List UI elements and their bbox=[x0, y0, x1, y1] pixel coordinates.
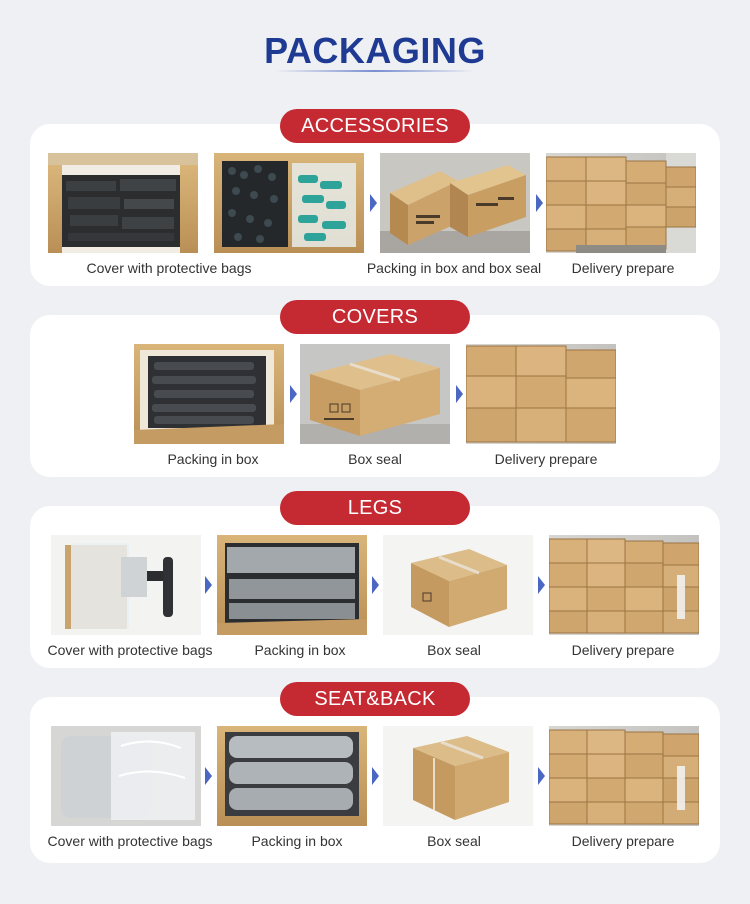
section-label-accessories: ACCESSORIES bbox=[280, 109, 470, 143]
page-title: PACKAGING bbox=[264, 30, 486, 71]
photo-packing-in-box-legs bbox=[217, 535, 367, 635]
photo-packing-in-box-seat-back bbox=[217, 726, 367, 826]
step-arrow-icon bbox=[538, 767, 545, 785]
photo-box-seal-seat-back bbox=[383, 726, 533, 826]
step-arrow-icon bbox=[205, 576, 212, 594]
caption-cover-with-protective-bags: Cover with protective bags bbox=[47, 833, 213, 849]
photo-box-seal-accessories bbox=[380, 153, 530, 253]
section-label-covers: COVERS bbox=[280, 300, 470, 334]
step-arrow-icon bbox=[536, 194, 543, 212]
photo-box-seal-legs bbox=[383, 535, 533, 635]
photo-cover-with-protective-bags bbox=[48, 153, 198, 253]
photo-delivery-prepare-legs bbox=[549, 535, 699, 635]
caption-packing-in-box-and-box-seal: Packing in box and box seal bbox=[366, 260, 542, 276]
step-arrow-icon bbox=[538, 576, 545, 594]
step-arrow-icon bbox=[205, 767, 212, 785]
photo-delivery-prepare-covers bbox=[466, 344, 616, 444]
title-underline bbox=[275, 70, 475, 72]
step-arrow-icon bbox=[456, 385, 463, 403]
photo-cover-with-protective-bags-seat-back bbox=[51, 726, 201, 826]
step-arrow-icon bbox=[290, 385, 297, 403]
section-label-seat-back: SEAT&BACK bbox=[280, 682, 470, 716]
caption-box-seal: Box seal bbox=[427, 642, 481, 658]
caption-cover-with-protective-bags: Cover with protective bags bbox=[47, 642, 213, 658]
step-arrow-icon bbox=[372, 576, 379, 594]
step-arrow-icon bbox=[372, 767, 379, 785]
caption-packing-in-box: Packing in box bbox=[254, 642, 346, 658]
section-label-legs: LEGS bbox=[280, 491, 470, 525]
photo-cover-with-protective-bags-legs bbox=[51, 535, 201, 635]
caption-cover-with-protective-bags: Cover with protective bags bbox=[86, 260, 252, 276]
caption-delivery-prepare: Delivery prepare bbox=[494, 451, 598, 467]
caption-box-seal: Box seal bbox=[427, 833, 481, 849]
photo-packing-in-box-accessories bbox=[214, 153, 364, 253]
caption-packing-in-box: Packing in box bbox=[167, 451, 259, 467]
photo-packing-in-box-covers bbox=[134, 344, 284, 444]
caption-delivery-prepare: Delivery prepare bbox=[571, 833, 675, 849]
caption-delivery-prepare: Delivery prepare bbox=[571, 260, 675, 276]
caption-packing-in-box: Packing in box bbox=[251, 833, 343, 849]
photo-box-seal-covers bbox=[300, 344, 450, 444]
photo-delivery-prepare-seat-back bbox=[549, 726, 699, 826]
step-arrow-icon bbox=[370, 194, 377, 212]
caption-delivery-prepare: Delivery prepare bbox=[571, 642, 675, 658]
photo-delivery-prepare-accessories bbox=[546, 153, 696, 253]
caption-box-seal: Box seal bbox=[348, 451, 402, 467]
